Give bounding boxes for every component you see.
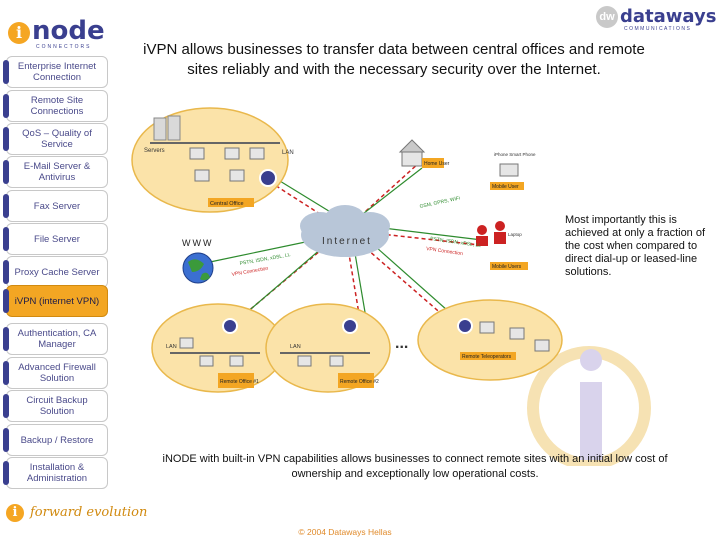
www-label: WWW [182, 238, 213, 248]
sidebar-item-label: QoS – Quality of Service [22, 128, 92, 150]
inode-logo: node CONNECTORS [6, 16, 106, 50]
servers-label: Servers [144, 148, 165, 154]
tagline-i-icon: i [6, 504, 24, 522]
page-headline: iVPN allows businesses to transfer data … [143, 41, 645, 78]
sidebar-item-remote-site[interactable]: Remote Site Connections [3, 90, 108, 122]
office2-lan-label: LAN [290, 344, 301, 350]
sidebar-item-label: Authentication, CA Manager [17, 328, 97, 350]
sidebar-item-file-server[interactable]: File Server [3, 223, 108, 255]
office1-lan-label: LAN [166, 344, 177, 350]
inode-logo-word: node [32, 16, 105, 46]
sidebar-item-proxy-cache[interactable]: Proxy Cache Server [3, 256, 108, 288]
central-office-label: Central Office [210, 201, 244, 207]
sidebar-item-email-server[interactable]: E-Mail Server & Antivirus [3, 156, 108, 188]
www-globe: WWW [182, 238, 214, 284]
dataways-logo: dw dataways COMMUNICATIONS [596, 4, 716, 32]
sidebar-item-circuit-backup[interactable]: Circuit Backup Solution [3, 390, 108, 422]
more-sites-ellipsis: ... [395, 335, 408, 352]
central-office-site: Servers LAN Central Office [131, 107, 294, 213]
sidebar-item-fax-server[interactable]: Fax Server [3, 190, 108, 222]
sidebar-item-label: Fax Server [33, 200, 81, 212]
sidebar-item-label: iVPN (internet VPN) [14, 295, 100, 307]
sidebar-item-label: Proxy Cache Server [14, 266, 100, 278]
remote-office-1-site: LAN Remote Office #1 [151, 303, 285, 393]
mobile-users-label: Mobile Users [492, 264, 522, 270]
remote-teleoperators-site: Remote Teleoperators [417, 299, 563, 381]
mobile-user-label: Mobile User [492, 184, 519, 190]
central-lan-label: LAN [282, 150, 294, 156]
vpn-connection-label: VPN Connection [231, 266, 269, 278]
remote-office-2-label: Remote Office #2 [340, 379, 379, 385]
cost-side-note: Most importantly this is achieved at onl… [565, 214, 706, 278]
sidebar-item-installation[interactable]: Installation & Administration [3, 457, 108, 489]
sidebar-item-label: Remote Site Connections [30, 95, 84, 117]
vpn-connection-label: VPN Connection [426, 246, 464, 257]
link-label: GSM, GPRS, WiFi [419, 196, 460, 210]
dataways-logo-word: dataways [620, 6, 717, 27]
sidebar-item-label: Installation & Administration [26, 462, 88, 484]
summary-text: iNODE with built-in VPN capabilities all… [162, 453, 668, 480]
sidebar-item-label: E-Mail Server & Antivirus [23, 161, 91, 183]
inode-logo-icon [8, 22, 30, 44]
dataways-logo-icon: dw [596, 6, 618, 28]
tagline: i forward evolution [6, 502, 166, 526]
remote-teleoperators-label: Remote Teleoperators [462, 354, 512, 360]
copyright-text: © 2004 Dataways Hellas [298, 527, 392, 537]
sidebar-item-authentication[interactable]: Authentication, CA Manager [3, 323, 108, 355]
sidebar-item-label: File Server [34, 233, 80, 245]
home-user-label: Home User [424, 161, 450, 167]
device-label: Laptop [508, 232, 522, 237]
mobile-user-site: iPhone Smart Phone Mobile User [490, 152, 536, 190]
sidebar-item-label: Enterprise Internet Connection [17, 61, 97, 83]
remote-office-1-label: Remote Office #1 [220, 379, 259, 385]
internet-cloud: Internet [300, 205, 390, 257]
mobile-users-site: Laptop Mobile Users [476, 221, 528, 270]
sidebar-item-ivpn[interactable]: iVPN (internet VPN) [3, 285, 108, 317]
inode-logo-sub: CONNECTORS [36, 44, 92, 50]
dataways-logo-sub: COMMUNICATIONS [624, 26, 692, 32]
sidebar-item-firewall[interactable]: Advanced Firewall Solution [3, 357, 108, 389]
vpn-network-diagram: Servers LAN Central Office Internet WWW … [131, 107, 563, 393]
info-watermark-icon [527, 346, 651, 466]
sidebar-item-label: Advanced Firewall Solution [18, 362, 96, 384]
remote-office-2-site: LAN Remote Office #2 [265, 303, 391, 393]
home-user-site: Home User [398, 139, 450, 168]
sidebar-item-qos[interactable]: QoS – Quality of Service [3, 123, 108, 155]
sidebar-item-label: Circuit Backup Solution [26, 395, 88, 417]
sidebar-item-enterprise-internet[interactable]: Enterprise Internet Connection [3, 56, 108, 88]
sidebar-item-label: Backup / Restore [20, 434, 94, 446]
tagline-text: forward evolution [30, 505, 148, 520]
device-label: iPhone Smart Phone [494, 152, 536, 157]
internet-label: Internet [322, 236, 372, 247]
sidebar-item-backup-restore[interactable]: Backup / Restore [3, 424, 108, 456]
